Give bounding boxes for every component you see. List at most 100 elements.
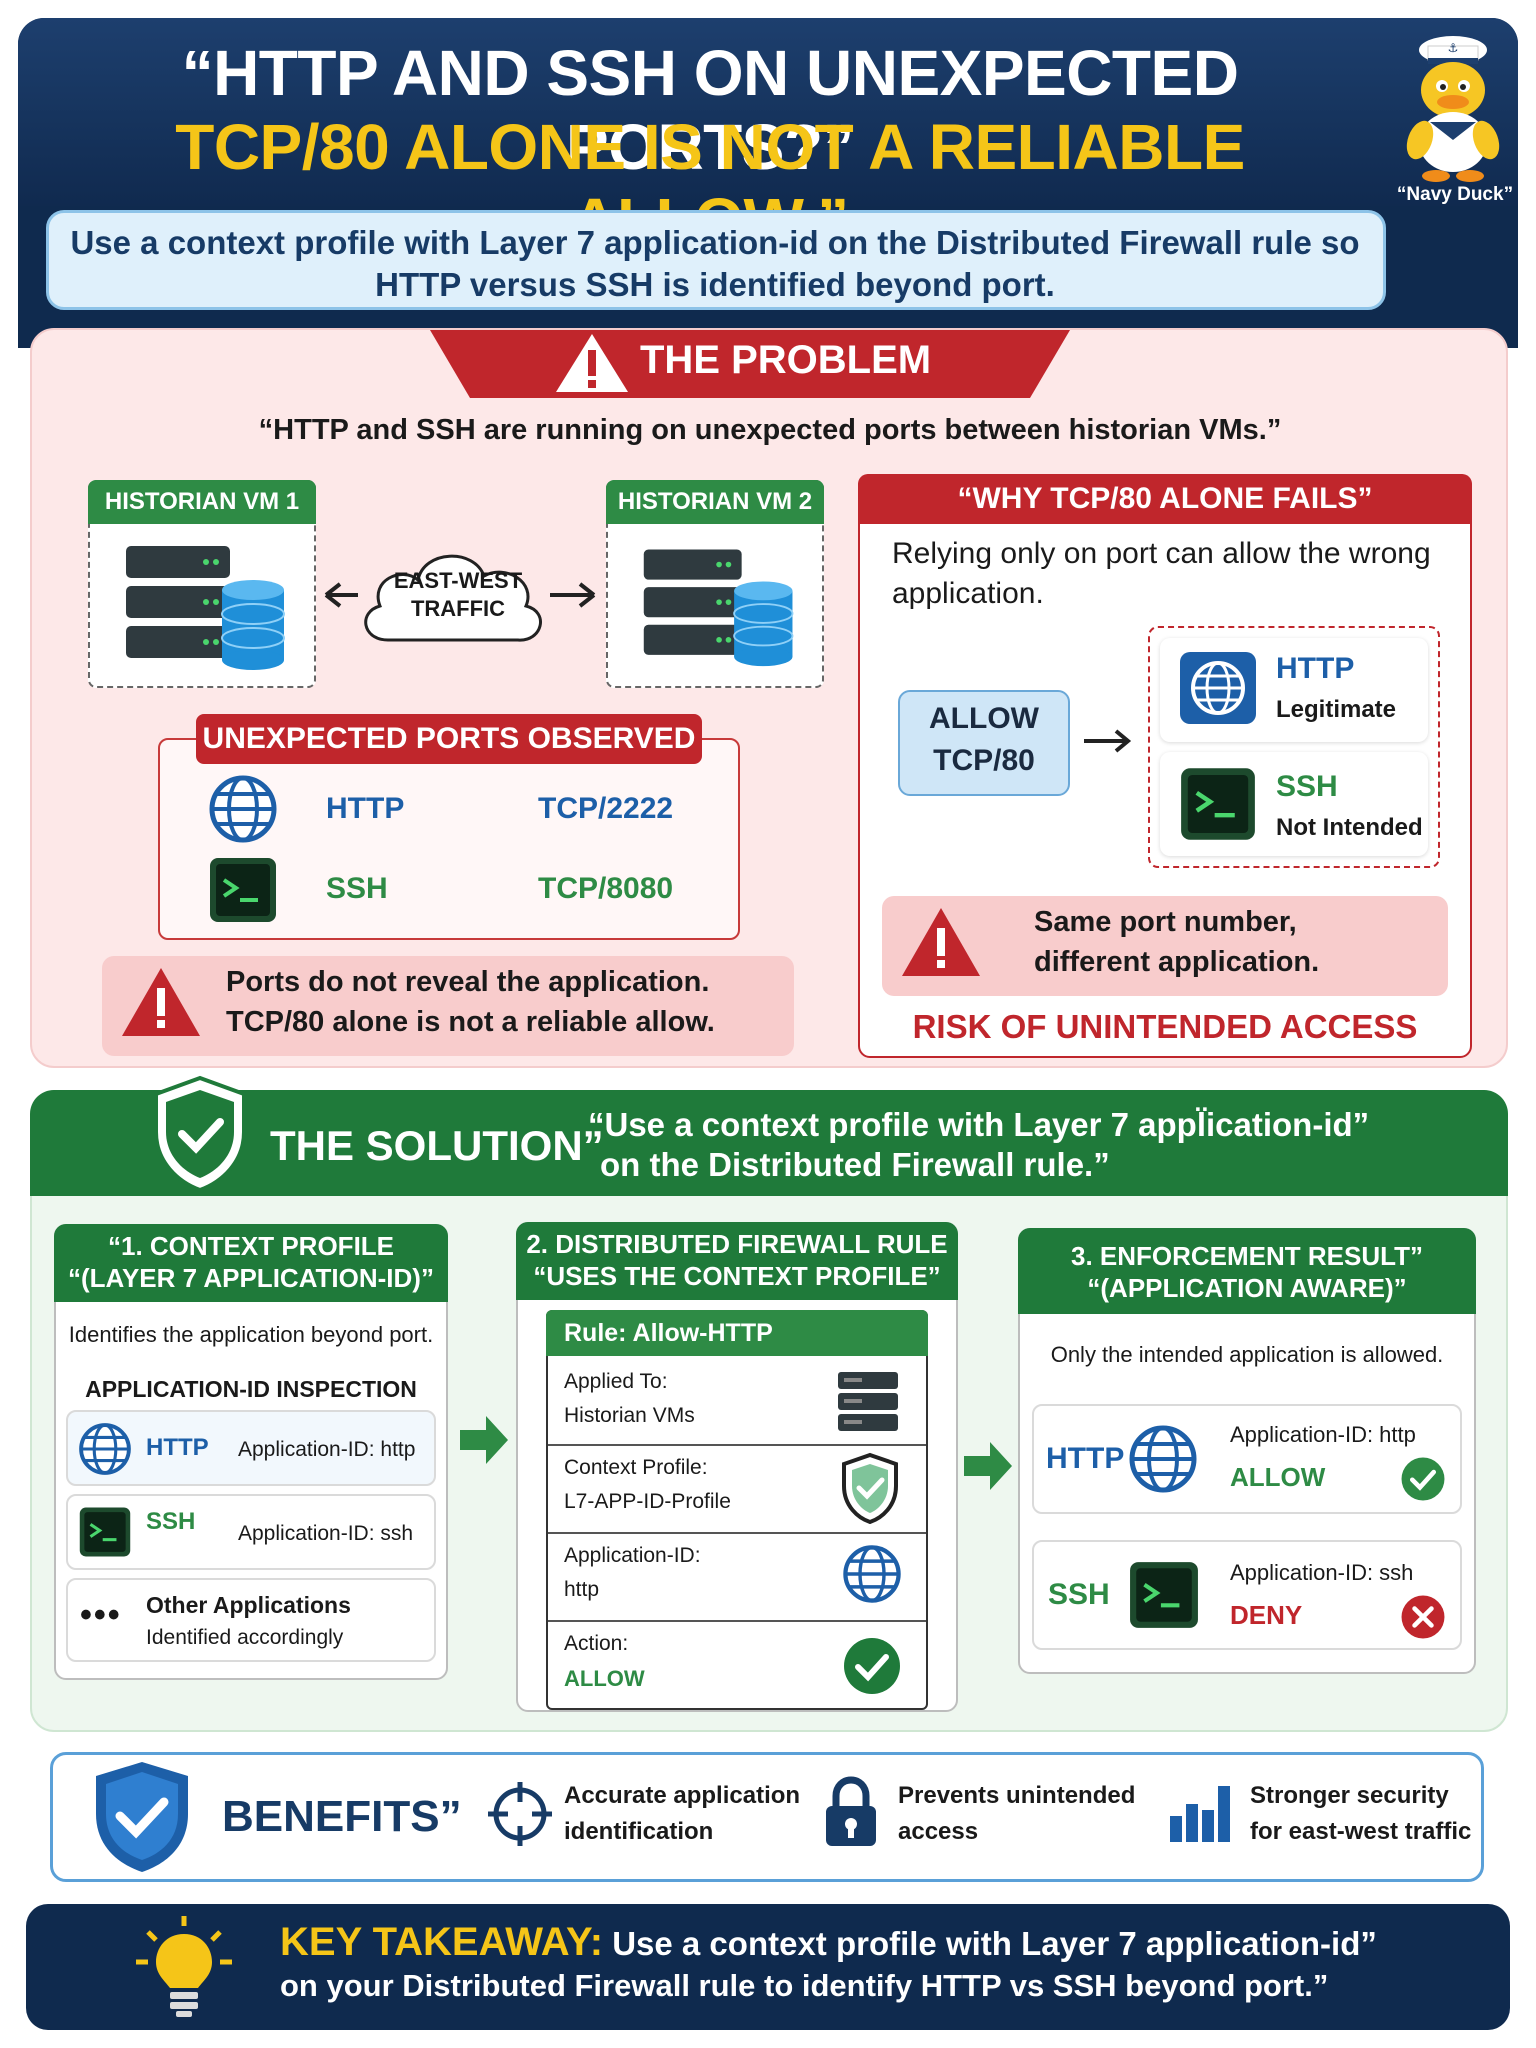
arrow-right-icon [964, 1442, 1012, 1490]
key-takeaway-bar [26, 1904, 1510, 2030]
benefit-2-line-2: access [898, 1818, 979, 1845]
port-number-http: TCP/2222 [538, 792, 674, 825]
firewall-rule-head: 2. DISTRIBUTED FIREWALL RULE “USES THE C… [516, 1222, 958, 1300]
outcome-http-name: HTTP [1276, 652, 1355, 685]
firewall-rule-head-line-1: 2. DISTRIBUTED FIREWALL RULE [526, 1229, 948, 1259]
terminal-icon [1181, 768, 1255, 840]
subtitle-box [46, 210, 1386, 310]
inspection-http-name: HTTP [146, 1434, 209, 1461]
takeaway-line-1: KEY TAKEAWAY: Use a context profile with… [280, 1920, 1480, 1965]
risk-line-1: Same port number, [1034, 906, 1297, 938]
context-profile-head-line-1: “1. CONTEXT PROFILE [107, 1231, 395, 1261]
enforcement-head-line-2: “(APPLICATION AWARE)” [1087, 1273, 1407, 1303]
enforcement-ssh-result: DENY [1230, 1600, 1303, 1630]
header-stripe [18, 18, 1518, 206]
lock-icon [826, 1776, 876, 1846]
rule-title: Rule: Allow-HTTP [546, 1310, 928, 1356]
problem-title: THE PROBLEM [640, 338, 932, 382]
rule-appid-label: Application-ID: [564, 1544, 701, 1567]
firewall-rule-head-line-2: “USES THE CONTEXT PROFILE” [533, 1261, 941, 1291]
historian-vm-2-label: HISTORIAN VM 2 [606, 480, 824, 524]
ports-warning-line-2: TCP/80 alone is not a reliable allow. [226, 1006, 715, 1038]
takeaway-text-1: Use a context profile with Layer 7 appli… [612, 1925, 1377, 1962]
solution-header [30, 1090, 1508, 1196]
enforcement-result-head: 3. ENFORCEMENT RESULT” “(APPLICATION AWA… [1018, 1228, 1476, 1314]
takeaway-label: KEY TAKEAWAY: [280, 1920, 604, 1964]
problem-quote: “HTTP and SSH are running on unexpected … [258, 414, 1282, 446]
inspection-ssh-name: SSH [146, 1508, 196, 1535]
port-number-ssh: TCP/8080 [538, 872, 674, 905]
solution-title: THE SOLUTION” [270, 1122, 604, 1169]
enforcement-ssh-id: Application-ID: ssh [1230, 1560, 1414, 1585]
bar-chart-icon [1170, 1786, 1230, 1842]
rule-divider [548, 1532, 926, 1534]
east-west-traffic-cloud-icon [324, 554, 596, 642]
benefit-3-line-1: Stronger security [1250, 1782, 1449, 1809]
takeaway-line-2: on your Distributed Firewall rule to ide… [280, 1968, 1329, 2003]
svg-text:⚓: ⚓ [1448, 41, 1459, 55]
check-circle-icon [844, 1638, 900, 1694]
target-crosshair-icon [488, 1782, 552, 1846]
terminal-icon [79, 1507, 131, 1557]
check-circle-icon [1401, 1457, 1445, 1501]
outcome-http-status: Legitimate [1276, 696, 1397, 723]
server-database-icon [126, 546, 285, 670]
rule-profile-value: L7-APP-ID-Profile [564, 1490, 731, 1513]
enforcement-http-name: HTTP [1046, 1442, 1125, 1475]
inspection-http-value: Application-ID: http [238, 1438, 416, 1461]
enforcement-http-id: Application-ID: http [1230, 1422, 1416, 1447]
enforcement-row-http [1032, 1404, 1462, 1514]
rule-action-label: Action: [564, 1632, 629, 1655]
inspection-row-other [66, 1578, 436, 1662]
globe-icon [79, 1423, 131, 1475]
enforcement-desc: Only the intended application is allowed… [1050, 1342, 1444, 1367]
ports-warning-line-1: Ports do not reveal the application. [226, 966, 710, 998]
enforcement-head-line-1: 3. ENFORCEMENT RESULT” [1071, 1241, 1423, 1271]
other-apps-desc: Identified accordingly [146, 1626, 344, 1649]
globe-icon [1180, 652, 1256, 724]
allow-rule-box [898, 690, 1070, 796]
warning-icon [902, 908, 980, 976]
inspection-ssh-value: Application-ID: ssh [238, 1522, 414, 1545]
allow-rule-line-2: TCP/80 [933, 744, 1035, 777]
other-apps-title: Other Applications [146, 1592, 351, 1618]
shield-check-icon [842, 1452, 898, 1524]
app-id-inspection-title: APPLICATION-ID INSPECTION [85, 1376, 417, 1402]
rule-action-value: ALLOW [564, 1666, 645, 1691]
globe-icon [843, 1545, 901, 1603]
deny-x-icon [1401, 1595, 1445, 1639]
traffic-label-1: EAST-WEST [393, 568, 523, 593]
shield-check-icon [154, 1075, 246, 1193]
solution-quote-line-1: “Use a context profile with Layer 7 appl… [588, 1106, 1370, 1143]
why-fails-title: “WHY TCP/80 ALONE FAILS” [858, 474, 1472, 524]
shield-check-icon [96, 1762, 188, 1872]
allow-rule-line-1: ALLOW [929, 702, 1039, 735]
port-app-ssh: SSH [326, 872, 388, 905]
inspection-row-ssh [66, 1494, 436, 1570]
outcome-ssh-name: SSH [1276, 770, 1338, 803]
risk-box [882, 896, 1448, 996]
subtitle: Use a context profile with Layer 7 appli… [70, 224, 1360, 303]
unexpected-ports-title: UNEXPECTED PORTS OBSERVED [196, 714, 702, 764]
more-dots-icon: ••• [80, 1596, 122, 1634]
traffic-label-2: TRAFFIC [410, 596, 506, 621]
warning-icon [122, 968, 200, 1036]
enforcement-ssh-name: SSH [1048, 1578, 1110, 1611]
context-profile-head: “1. CONTEXT PROFILE “(LAYER 7 APPLICATIO… [54, 1224, 448, 1302]
rule-applied-value: Historian VMs [564, 1404, 695, 1427]
arrow-right-icon [460, 1416, 508, 1464]
rule-applied-label: Applied To: [564, 1370, 668, 1393]
rule-profile-label: Context Profile: [564, 1456, 708, 1479]
benefits-bar [50, 1752, 1484, 1882]
outcome-ssh-status: Not Intended [1276, 814, 1423, 841]
rule-appid-value: http [564, 1578, 600, 1601]
enforcement-row-ssh [1032, 1540, 1462, 1650]
benefit-1-line-2: identification [564, 1818, 714, 1845]
enforcement-http-result: ALLOW [1230, 1462, 1326, 1492]
benefit-2-line-1: Prevents unintended [898, 1782, 1136, 1809]
why-fails-description: Relying only on port can allow the wrong… [892, 537, 1431, 610]
globe-icon [1129, 1425, 1197, 1493]
server-icon [838, 1372, 898, 1431]
context-profile-head-line-2: “(LAYER 7 APPLICATION-ID)” [68, 1263, 434, 1293]
benefits-title: BENEFITS” [222, 1792, 462, 1841]
